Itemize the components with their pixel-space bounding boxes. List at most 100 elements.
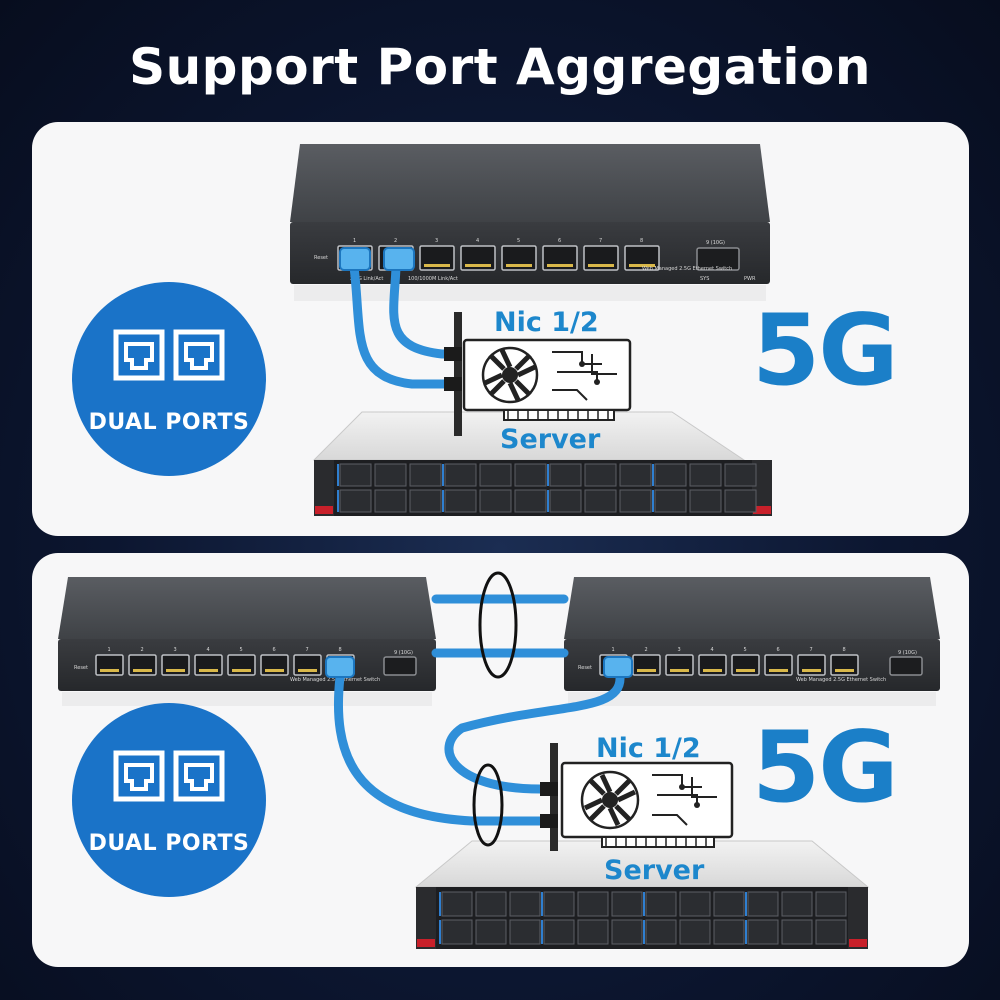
drive-bay xyxy=(713,919,745,945)
nic-port-2 xyxy=(540,814,558,828)
nic-port-1 xyxy=(444,347,462,361)
port-number: 1 xyxy=(612,647,615,653)
bay-indicator xyxy=(337,490,339,512)
drive-bay xyxy=(441,919,473,945)
aggregated-cables xyxy=(333,594,625,826)
bay-indicator xyxy=(652,490,654,512)
drive-bay xyxy=(645,891,677,917)
drive-bay xyxy=(577,919,609,945)
server-label: Server xyxy=(500,424,601,455)
nic-port-1 xyxy=(540,782,558,796)
drive-bay xyxy=(543,891,575,917)
bay-indicator xyxy=(541,920,543,944)
drive-bay xyxy=(374,463,407,487)
bay-indicator xyxy=(337,464,339,486)
port-number: 2 xyxy=(645,647,648,653)
page-title: Support Port Aggregation xyxy=(129,38,871,96)
drive-bay xyxy=(713,891,745,917)
drive-bay xyxy=(747,891,779,917)
rack-server xyxy=(312,411,772,516)
sys-led-label: SYS xyxy=(700,276,709,282)
port-number: 5 xyxy=(744,647,747,653)
port-contacts xyxy=(199,669,218,672)
drive-bay xyxy=(611,891,643,917)
rj45-plug xyxy=(603,656,633,678)
port-number: 7 xyxy=(306,647,309,653)
bay-indicator xyxy=(442,464,444,486)
sfp-label: 9 (10G) xyxy=(706,240,725,246)
drive-bay xyxy=(747,919,779,945)
drive-bay xyxy=(444,489,477,513)
drive-bay xyxy=(781,891,813,917)
port-contacts xyxy=(670,669,689,672)
aggregation-ring xyxy=(472,763,504,847)
ethernet-port-icon xyxy=(113,750,225,802)
port-number: 2 xyxy=(394,238,397,244)
rj45-plug xyxy=(339,247,371,271)
port-number: 5 xyxy=(240,647,243,653)
drive-bay xyxy=(514,463,547,487)
drive-bay xyxy=(509,919,541,945)
port-number: 6 xyxy=(273,647,276,653)
drive-bay xyxy=(374,489,407,513)
drive-bay xyxy=(509,891,541,917)
drive-bay xyxy=(815,919,847,945)
drive-bay xyxy=(611,919,643,945)
drive-bay xyxy=(549,463,582,487)
sfp-label: 9 (10G) xyxy=(898,650,917,656)
reset-label: Reset xyxy=(578,665,592,671)
port-contacts xyxy=(637,669,656,672)
bay-indicator xyxy=(652,464,654,486)
rj45-plug xyxy=(383,247,415,271)
sfp-label: 9 (10G) xyxy=(394,650,413,656)
drive-bay xyxy=(479,463,512,487)
nic-port-2 xyxy=(444,377,462,391)
drive-bay xyxy=(679,891,711,917)
sfp-port xyxy=(889,656,923,676)
drive-bay xyxy=(689,463,722,487)
drive-bay xyxy=(577,891,609,917)
drive-bay xyxy=(619,463,652,487)
port-contacts xyxy=(506,264,532,267)
drive-bay xyxy=(444,463,477,487)
drive-bay xyxy=(409,489,442,513)
drive-bay xyxy=(724,489,757,513)
drive-bay xyxy=(475,919,507,945)
port-number: 4 xyxy=(207,647,210,653)
drive-bay xyxy=(339,489,372,513)
drive-bay xyxy=(514,489,547,513)
nic-card xyxy=(454,312,632,436)
port-contacts xyxy=(736,669,755,672)
port-contacts xyxy=(298,669,317,672)
port-contacts xyxy=(100,669,119,672)
port-contacts xyxy=(424,264,450,267)
drive-bay xyxy=(815,891,847,917)
nic-card xyxy=(550,743,734,851)
drive-bay xyxy=(441,891,473,917)
drive-bay xyxy=(689,489,722,513)
switch-model-label: Web Managed 2.5G Ethernet Switch xyxy=(796,677,886,683)
drive-bay xyxy=(724,463,757,487)
port-contacts xyxy=(232,669,251,672)
port-contacts xyxy=(769,669,788,672)
drive-bay xyxy=(549,489,582,513)
aggregated-cables xyxy=(349,262,449,389)
drive-bay xyxy=(339,463,372,487)
dual-ports-badge: DUAL PORTS xyxy=(72,282,266,476)
speed-label: 5G xyxy=(752,711,899,825)
port-contacts xyxy=(133,669,152,672)
drive-bay xyxy=(584,463,617,487)
bay-indicator xyxy=(547,464,549,486)
drive-bay xyxy=(619,489,652,513)
drive-bay xyxy=(543,919,575,945)
port-number: 3 xyxy=(435,238,438,244)
pwr-led-label: PWR xyxy=(744,276,756,282)
drive-bay xyxy=(479,489,512,513)
port-number: 1 xyxy=(353,238,356,244)
